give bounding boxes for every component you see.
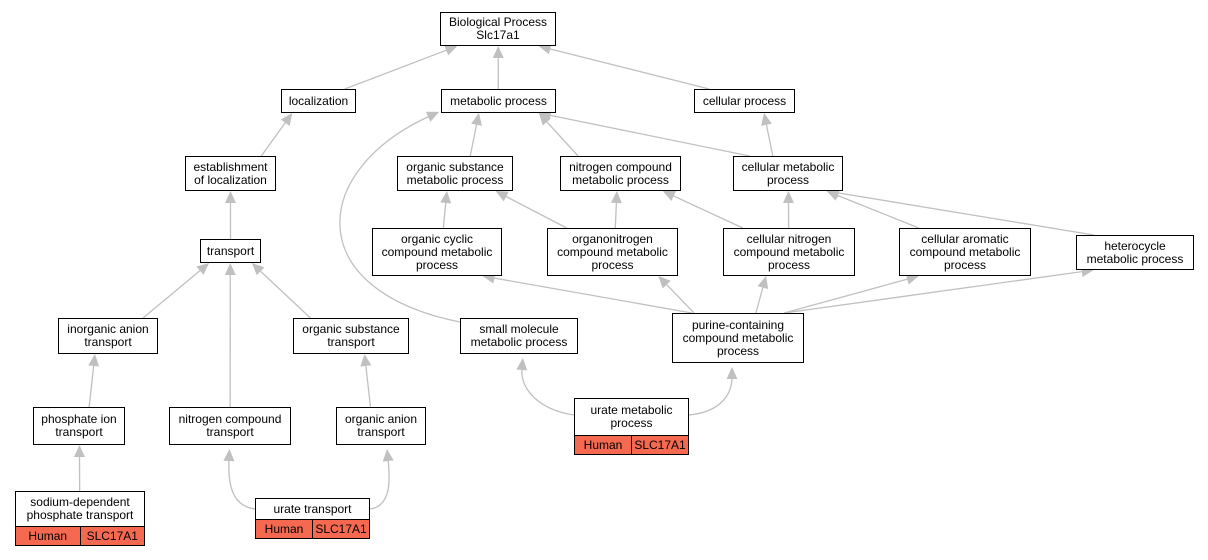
node-metabolic: metabolic process [441, 89, 556, 113]
node-cell-met: cellular metabolic process [733, 156, 843, 191]
arrowhead [74, 445, 86, 458]
edge-purine-to-cell_arom [784, 278, 910, 314]
node-heterocycle: heterocycle metabolic process [1076, 235, 1194, 270]
node-cell-nitro: cellular nitrogen compound metabolic pro… [723, 228, 855, 276]
arrowhead [658, 276, 671, 289]
edge-urate_met-to-purine [688, 376, 733, 416]
arrowhead [516, 358, 528, 371]
node-root: Biological Process Slc17a1 [440, 12, 556, 46]
species-label: Human [256, 520, 312, 538]
arrowhead [224, 263, 236, 276]
edge-cell_met-to-cellular [765, 122, 774, 157]
arrowhead [444, 45, 458, 56]
edge-organonitrogen-to-org_sub_met [504, 195, 567, 229]
node-cell-arom: cellular aromatic compound metabolic pro… [899, 228, 1031, 276]
node-org-sub-trans: organic substance transport [293, 318, 409, 354]
edge-phosphate_ion-to-inorg_anion [88, 363, 95, 408]
arrowhead [538, 43, 552, 55]
edge-nitro_comp_met-to-metabolic [545, 119, 579, 157]
species-label: Human [16, 527, 80, 545]
node-organonitrogen: organonitrogen compound metabolic proces… [547, 228, 678, 276]
arrowhead [783, 191, 795, 204]
arrowhead [425, 111, 440, 122]
arrowhead [538, 113, 551, 126]
arrowhead [905, 273, 919, 285]
node-establishment: establishment of localization [185, 156, 276, 191]
arrowhead [495, 191, 509, 202]
edge-inorg_anion-to-transport [142, 268, 202, 319]
arrowhead [610, 191, 622, 204]
edge-purine-to-organonitrogen [664, 282, 695, 314]
edge-cell_arom-to-cell_met [835, 194, 920, 229]
edge-purine-to-cell_nitro [755, 285, 765, 314]
arrowhead [440, 191, 452, 204]
node-urate-met: urate metabolic process [574, 398, 689, 436]
arrowhead [757, 276, 769, 290]
gene-label: SLC17A1 [631, 436, 688, 454]
arrowhead [492, 46, 504, 59]
node-phosphate-ion: phosphate ion transport [33, 407, 125, 445]
arrowhead [761, 113, 772, 126]
arrowhead [662, 191, 677, 202]
edge-org_sub_trans-to-transport [258, 269, 311, 319]
edge-small_mol-to-metabolic [339, 115, 461, 323]
edge-purine-to-heterocycle [784, 270, 1084, 314]
arrowhead [225, 191, 236, 203]
node-urate-trans: urate transport [255, 498, 370, 520]
edge-org_sub_met-to-metabolic [469, 122, 478, 157]
node-small-mol: small molecule metabolic process [460, 318, 578, 354]
edge-urate_met-to-small_mol [521, 367, 575, 416]
edge-cell_nitro-to-nitro_comp_met [671, 194, 744, 229]
edge-org_anion-to-org_sub_trans [364, 363, 372, 408]
edge-cell_met-to-metabolic [548, 114, 750, 157]
node-org-cyclic: organic cyclic compound metabolic proces… [372, 228, 502, 276]
edge-urate_trans-to-nitro_comp_trans [228, 458, 256, 510]
edge-organonitrogen-to-nitro_comp_met [614, 200, 618, 229]
node-org-anion: organic anion transport [336, 407, 426, 445]
arrowhead [360, 354, 372, 367]
species-label: Human [575, 436, 631, 454]
arrowhead [280, 113, 293, 126]
edge-cellular-to-root [548, 47, 710, 90]
node-inorg-anion: inorganic anion transport [58, 318, 158, 354]
arrowhead [382, 449, 394, 462]
node-nitro-comp-met: nitrogen compound metabolic process [560, 156, 681, 191]
arrowhead [471, 113, 482, 126]
node-transport: transport [200, 239, 261, 263]
edge-establishment-to-localization [260, 120, 287, 157]
node-org-sub-met: organic substance metabolic process [397, 156, 513, 191]
node-purine: purine-containing compound metabolic pro… [672, 313, 804, 363]
edge-localization-to-root [344, 48, 449, 90]
node-nitro-comp-trans: nitrogen compound transport [169, 407, 291, 445]
edge-org_cyclic-to-org_sub_met [442, 200, 447, 229]
gene-label: SLC17A1 [79, 527, 144, 545]
arrowhead [196, 263, 210, 275]
node-cellular: cellular process [694, 89, 795, 113]
arrowhead [223, 449, 235, 462]
node-sodium-phos: sodium-dependent phosphate transport [15, 491, 145, 527]
edge-urate_trans-to-org_anion [369, 458, 390, 510]
arrowhead [726, 367, 738, 379]
node-localization: localization [281, 89, 356, 113]
edge-purine-to-org_cyclic [492, 277, 692, 314]
edge-heterocycle-to-cell_met [836, 191, 1094, 236]
gene-label: SLC17A1 [312, 520, 369, 538]
arrowhead [251, 263, 265, 276]
arrowhead [88, 354, 100, 367]
